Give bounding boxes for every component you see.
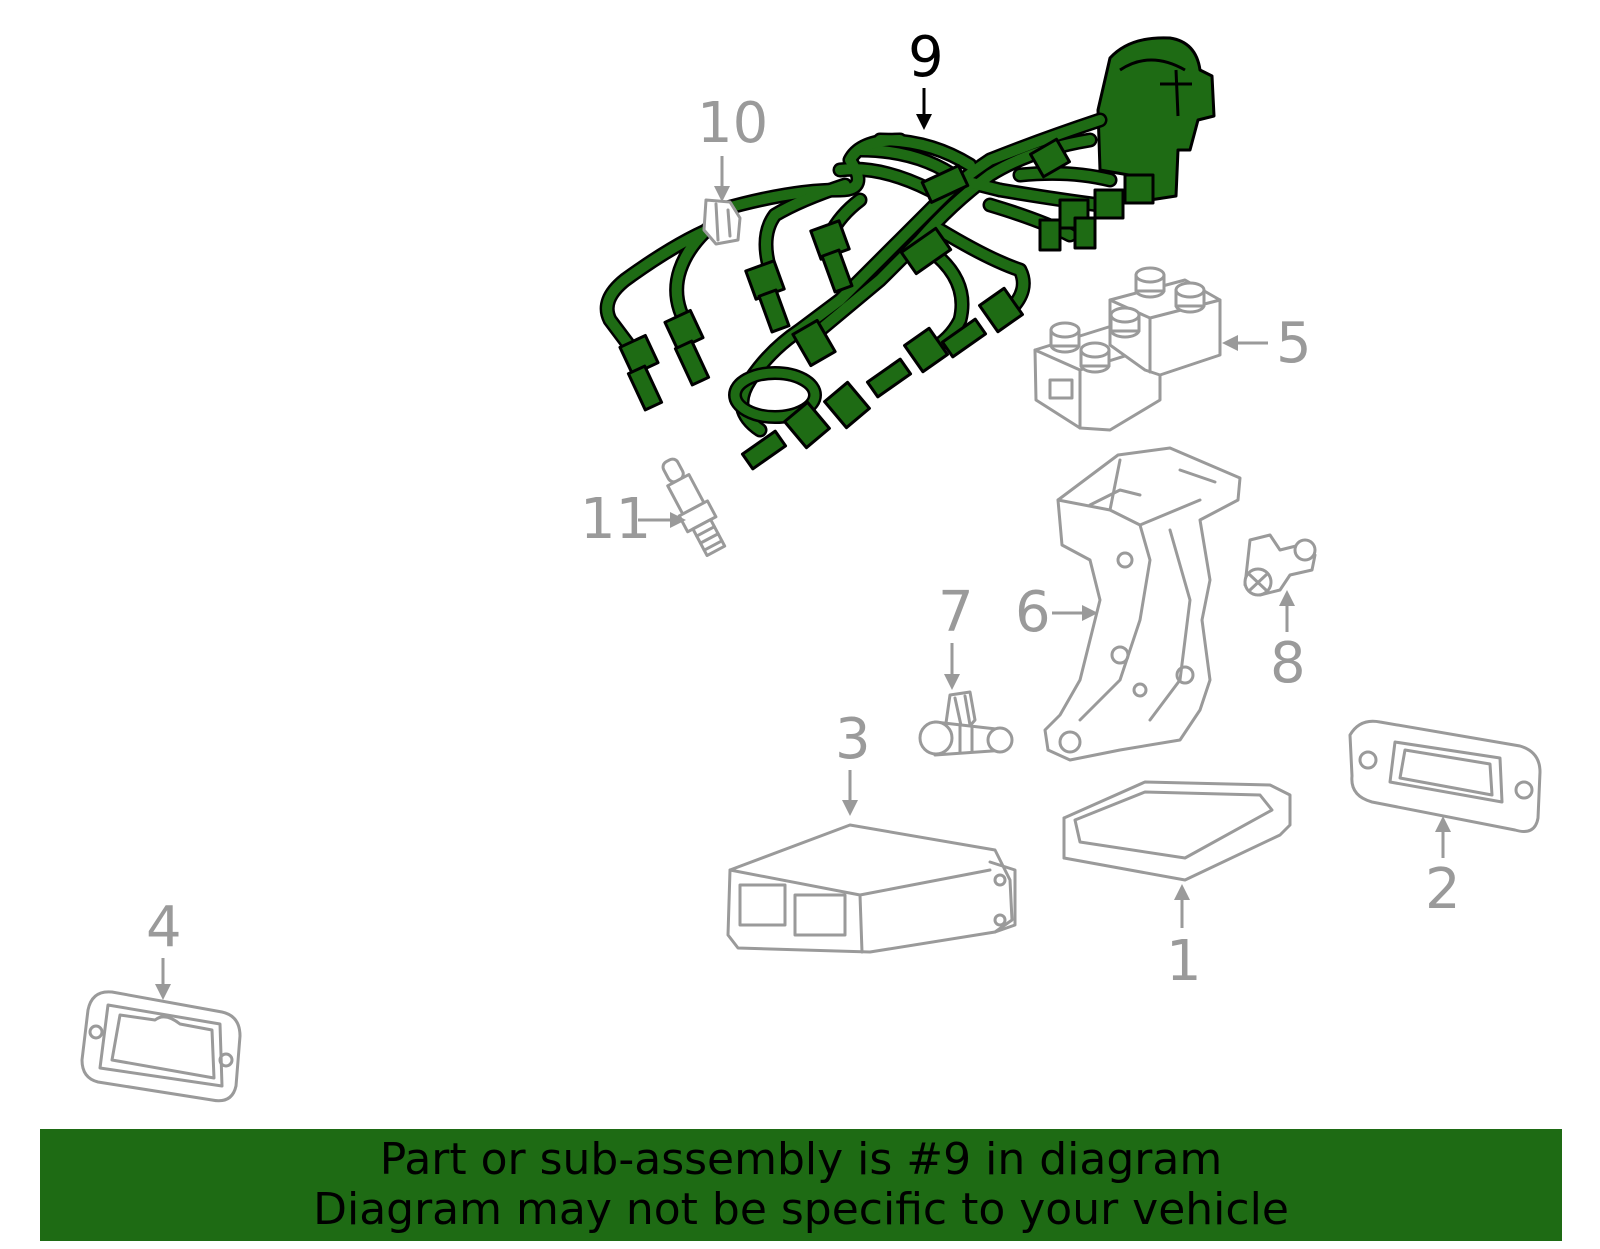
ignition-coil-pack[interactable] <box>1033 266 1222 432</box>
crankshaft-position-sensor[interactable] <box>918 690 1014 757</box>
camshaft-position-sensor[interactable] <box>1243 533 1317 597</box>
leader-arrows <box>155 88 1451 1000</box>
callout-4[interactable]: 4 <box>146 895 182 960</box>
callout-8[interactable]: 8 <box>1270 631 1306 696</box>
callout-11[interactable]: 11 <box>580 487 652 552</box>
module-gasket[interactable] <box>1348 719 1542 833</box>
notice-banner: Part or sub-assembly is #9 in diagram Di… <box>40 1129 1562 1241</box>
callout-5[interactable]: 5 <box>1276 311 1312 376</box>
wire-separator-clip[interactable] <box>702 198 742 246</box>
mounting-bracket[interactable] <box>1043 446 1242 762</box>
callout-2[interactable]: 2 <box>1425 857 1461 922</box>
callout-10[interactable]: 10 <box>697 91 769 156</box>
callout-3[interactable]: 3 <box>835 707 871 772</box>
callout-6[interactable]: 6 <box>1015 580 1051 645</box>
control-module[interactable] <box>726 823 1017 954</box>
callout-9[interactable]: 9 <box>908 25 944 90</box>
banner-line-1: Part or sub-assembly is #9 in diagram <box>379 1134 1223 1185</box>
spark-plug[interactable] <box>654 453 730 558</box>
banner-line-2: Diagram may not be specific to your vehi… <box>313 1184 1289 1235</box>
module-gasket-2[interactable] <box>80 990 242 1103</box>
callout-7[interactable]: 7 <box>938 580 974 645</box>
engine-control-module[interactable] <box>1062 780 1292 882</box>
callout-1[interactable]: 1 <box>1166 929 1202 994</box>
